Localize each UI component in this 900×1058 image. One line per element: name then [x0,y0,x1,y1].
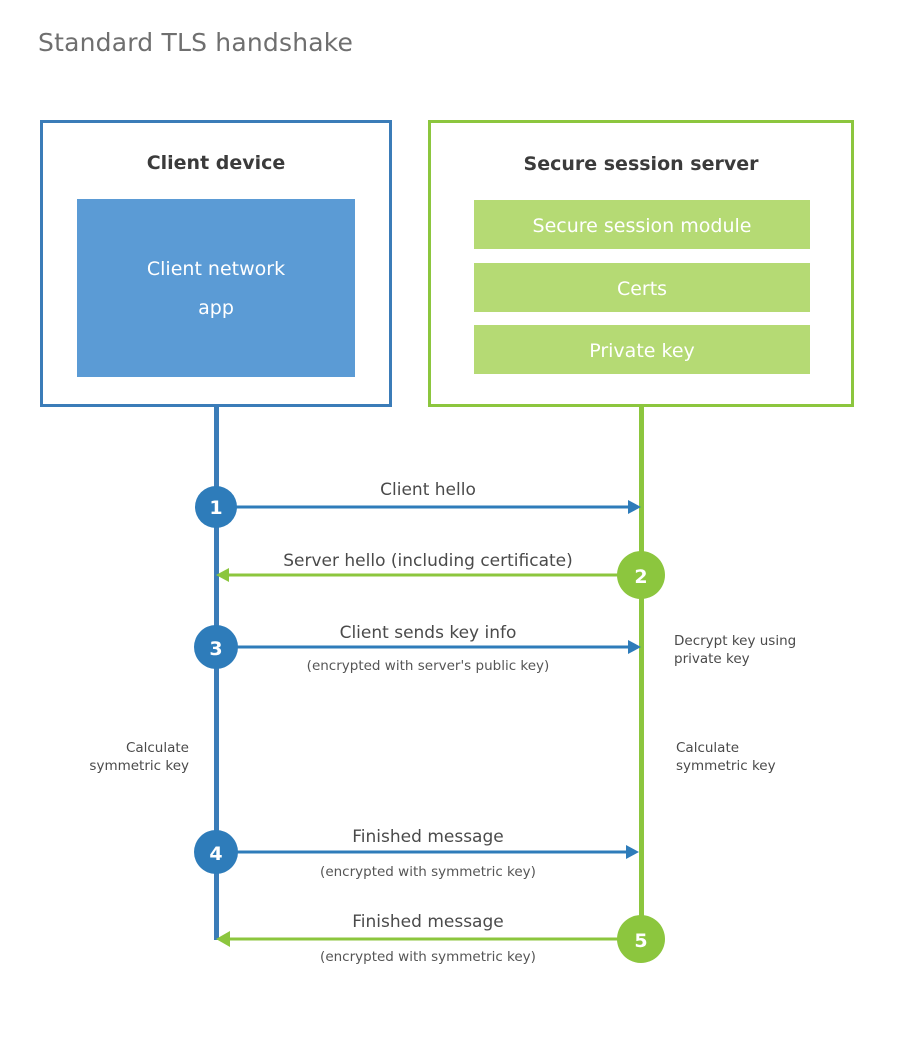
server-module-label-1: Certs [617,278,667,300]
decrypt-key-note-line2: private key [674,651,750,667]
client-calc-note-line1: Calculate [126,740,189,756]
client-device-node: Client device Client network app [40,120,392,407]
step-2-arrow-head [216,568,229,582]
server-calculate-symmetric-key-note: Calculate symmetric key [676,740,776,774]
step-3-message: Client sends key info (encrypted with se… [194,623,641,674]
step-2-number: 2 [634,566,647,588]
server-module-label-2: Private key [589,340,695,362]
step-3-label: Client sends key info [340,623,517,643]
step-2-label: Server hello (including certificate) [283,551,573,571]
client-device-heading: Client device [147,152,286,174]
step-4-badge [194,830,238,874]
server-calc-note-line2: symmetric key [676,758,776,774]
step-5-number: 5 [634,930,647,952]
step-1-badge [195,486,237,528]
step-5-arrow-head [216,931,230,947]
secure-session-server-heading: Secure session server [524,153,760,175]
secure-session-server-node: Secure session server Secure session mod… [428,120,854,407]
step-2-message: Server hello (including certificate) 2 [216,551,665,599]
step-4-sublabel: (encrypted with symmetric key) [320,864,536,880]
step-1-message: Client hello 1 [195,480,641,528]
step-3-arrow-head [628,640,641,654]
step-4-arrow-head [626,845,639,859]
step-3-sublabel: (encrypted with server's public key) [307,658,550,674]
client-network-app-label-line1: Client network [147,258,285,280]
decrypt-key-note-line1: Decrypt key using [674,633,796,649]
server-module-label-0: Secure session module [533,215,752,237]
step-2-badge [617,551,665,599]
step-1-label: Client hello [380,480,476,500]
step-5-label: Finished message [352,912,503,932]
step-5-message: Finished message (encrypted with symmetr… [216,912,665,965]
client-network-app-box [77,199,355,377]
page-title: Standard TLS handshake [38,28,354,57]
step-1-arrow-head [628,500,641,514]
step-4-message: Finished message (encrypted with symmetr… [194,827,639,880]
step-3-badge [194,625,238,669]
step-5-sublabel: (encrypted with symmetric key) [320,949,536,965]
client-network-app-label-line2: app [198,297,234,319]
step-1-number: 1 [209,497,222,519]
server-calc-note-line1: Calculate [676,740,739,756]
step-4-label: Finished message [352,827,503,847]
client-calculate-symmetric-key-note: Calculate symmetric key [89,740,189,774]
server-module-box-2 [474,325,810,374]
server-module-box-0 [474,200,810,249]
client-calc-note-line2: symmetric key [89,758,189,774]
server-module-box-1 [474,263,810,312]
step-3-number: 3 [209,638,222,660]
step-4-number: 4 [209,843,222,865]
step-5-badge [617,915,665,963]
decrypt-key-note: Decrypt key using private key [674,633,796,667]
